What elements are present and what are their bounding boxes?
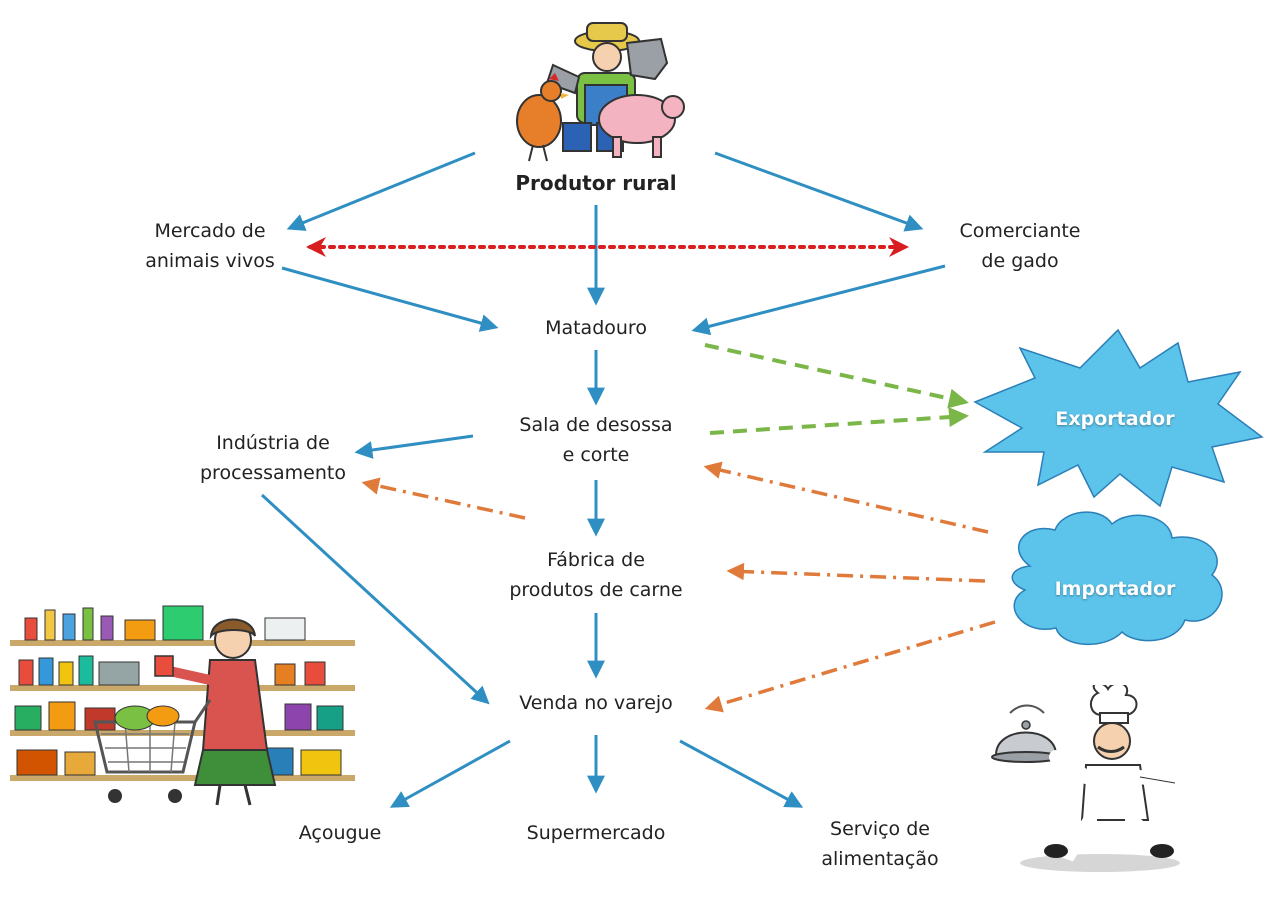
arrow-importador-fabrica xyxy=(726,562,986,583)
node-produtor-rural: Produtor rural xyxy=(515,171,677,195)
node-mercado-animais-vivos: Mercado de animais vivos xyxy=(145,220,275,272)
node-venda-varejo: Venda no varejo xyxy=(519,692,673,714)
arrow-mercado-matadouro xyxy=(281,266,499,332)
node-sala-desossa-corte: Sala de desossa e corte xyxy=(519,414,673,466)
arrow-sala-exportador xyxy=(709,407,969,435)
arrow-matadouro-exportador xyxy=(704,343,969,409)
arrow-produtor-mercado xyxy=(286,151,476,231)
arrow-importador-venda xyxy=(704,620,996,713)
node-servico-alimentacao: Serviço de alimentação xyxy=(821,818,939,870)
arrow-venda-acougue xyxy=(389,739,511,808)
shopper-supermarket-icon xyxy=(10,605,355,806)
node-acougue: Açougue xyxy=(298,822,382,844)
exportador-label: Exportador xyxy=(1055,408,1175,430)
node-matadouro: Matadouro xyxy=(545,317,647,339)
importador-cloud xyxy=(1011,511,1223,645)
farmer-with-animals-icon xyxy=(516,22,685,162)
node-comerciante-gado: Comerciante de gado xyxy=(959,220,1081,272)
arrow-venda-servico xyxy=(679,739,804,808)
arrow-comerciante-matadouro xyxy=(691,264,946,336)
arrow-importador-sala xyxy=(703,461,989,534)
node-fabrica-produtos-carne: Fábrica de produtos de carne xyxy=(509,549,683,601)
chef-with-cloche-icon xyxy=(991,685,1182,872)
arrow-produtor-comerciante xyxy=(714,151,924,232)
arrow-sala-industria-import xyxy=(361,477,526,520)
arrow-industria-venda xyxy=(260,493,490,705)
importador-label: Importador xyxy=(1054,578,1176,600)
exportador-starburst xyxy=(973,328,1264,508)
arrow-sala-industria xyxy=(354,434,474,459)
node-supermercado: Supermercado xyxy=(526,822,666,844)
node-industria-processamento: Indústria de processamento xyxy=(200,432,346,484)
